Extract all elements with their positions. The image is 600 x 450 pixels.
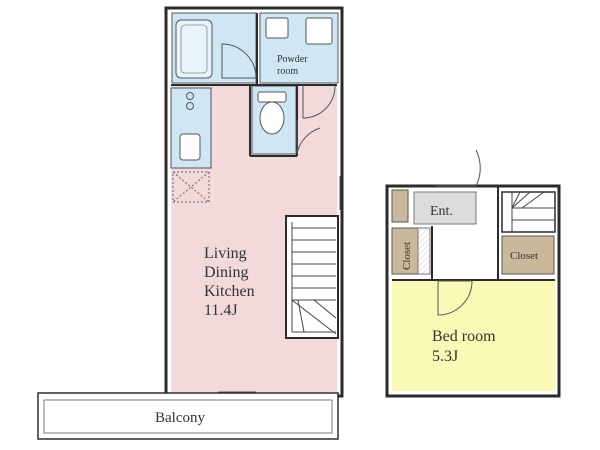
- entrance-floor: [413, 191, 477, 225]
- bathtub-inner: [180, 24, 208, 74]
- bedroom-floor: [392, 280, 555, 391]
- ldk-label-line1: Living: [204, 245, 247, 262]
- balcony-inner: [43, 399, 333, 434]
- ground-floor: Powder room: [37, 6, 344, 440]
- bedroom-door: [437, 280, 473, 316]
- entrance-label: Ent.: [430, 204, 453, 219]
- powder-room-door: [302, 85, 336, 119]
- powder-room-label-line1: Powder: [277, 54, 308, 65]
- ldk-label-line2: Dining: [204, 264, 248, 281]
- toilet-tank: [257, 91, 287, 103]
- bedroom-size-label: 5.3J: [432, 348, 458, 365]
- ldk-label-line3: Kitchen: [204, 283, 255, 300]
- shoe-cabinet: [391, 189, 409, 223]
- ldk-size-label: 11.4J: [204, 302, 238, 319]
- washbasin: [265, 17, 289, 39]
- upper-staircase: [501, 191, 556, 233]
- entrance-door: [436, 149, 481, 187]
- stove-burner-1: [186, 92, 194, 100]
- bedroom-label: Bed room: [432, 328, 496, 345]
- balcony-label: Balcony: [155, 410, 205, 426]
- kitchen-sink: [179, 133, 201, 161]
- washing-machine-pan: [305, 17, 333, 45]
- toilet-door: [296, 120, 321, 155]
- upper-floor: Ent. Closet Closet Bed room 5.3J: [385, 149, 561, 398]
- refrigerator-space: [172, 171, 210, 203]
- right-closet: [501, 235, 555, 275]
- stove-burner-2: [186, 102, 194, 110]
- powder-room-label-line2: room: [277, 66, 298, 77]
- left-closet-label: Closet: [401, 242, 413, 270]
- left-closet-door: [417, 227, 431, 275]
- bathtub: [175, 19, 213, 79]
- bath-door: [221, 43, 257, 79]
- toilet-bowl: [259, 101, 285, 135]
- right-closet-label: Closet: [510, 250, 538, 262]
- left-closet: [391, 227, 419, 275]
- staircase: [285, 215, 339, 339]
